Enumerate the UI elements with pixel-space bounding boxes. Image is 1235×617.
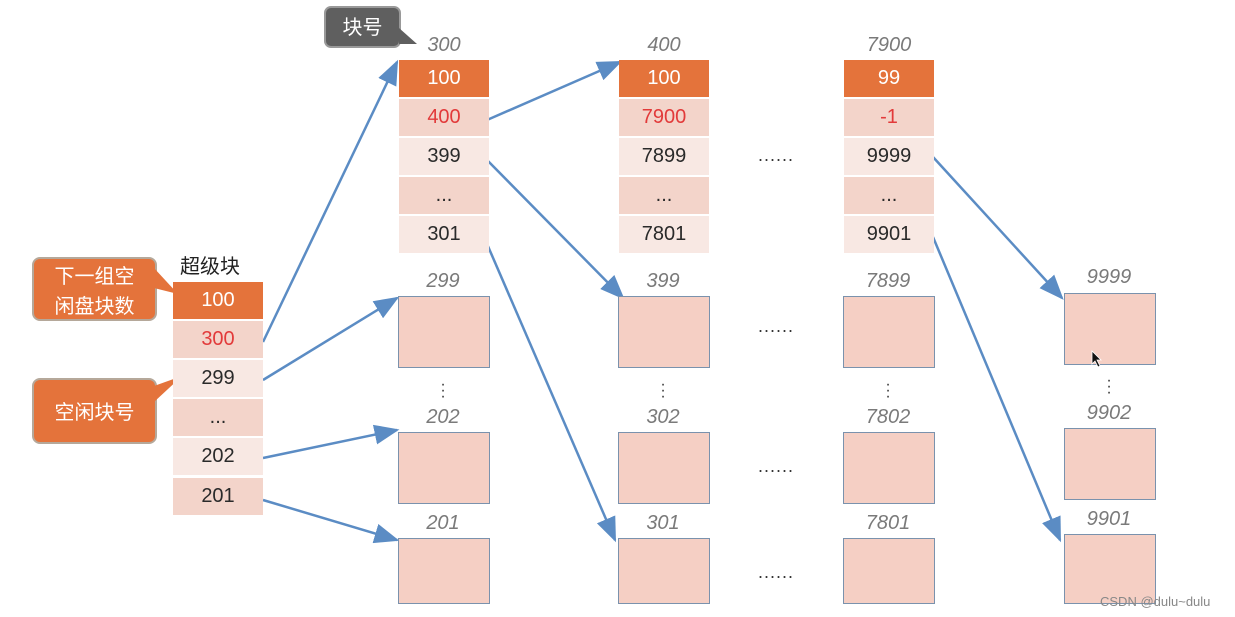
- disk-block: [618, 538, 710, 604]
- arrow-g300-301-to-block301: [482, 236, 617, 543]
- disk-block: [618, 296, 710, 368]
- disk-block: [398, 296, 490, 368]
- superblock-title: 超级块: [180, 254, 240, 278]
- disk-block: [1064, 293, 1156, 365]
- group-400-cell: 7899: [619, 138, 709, 175]
- group-7900-label: 7900: [866, 34, 912, 56]
- vertical-ellipsis: ···: [1106, 372, 1112, 401]
- block-label: 299: [426, 270, 460, 292]
- block-label: 9901: [1086, 508, 1132, 530]
- group-7900-cell: 99: [844, 60, 934, 97]
- ellipsis-row-2: ......: [758, 456, 795, 476]
- group-400-cell: 7900: [619, 99, 709, 136]
- group-400-cell: ...: [619, 177, 709, 214]
- superblock-cell: 300: [173, 321, 263, 358]
- disk-block: [1064, 428, 1156, 500]
- group-400-cell: 100: [619, 60, 709, 97]
- block-label: 7899: [865, 270, 911, 292]
- group-400-label: 400: [647, 34, 681, 56]
- vertical-ellipsis: ···: [440, 376, 446, 405]
- arrow-sb202-to-block202: [262, 424, 400, 460]
- block-label: 7801: [865, 512, 911, 534]
- disk-block: [398, 538, 490, 604]
- superblock-cell: 100: [173, 282, 263, 319]
- mouse-cursor-icon: [1091, 350, 1102, 368]
- tag-pointer: [399, 28, 417, 44]
- callout-free-block-numbers: 空闲块号: [32, 378, 157, 444]
- superblock-cell: ...: [173, 399, 263, 436]
- group-300-cell: ...: [399, 177, 489, 214]
- disk-block: [398, 432, 490, 504]
- callout-next-group-pointer: [154, 268, 178, 294]
- arrow-g7900-9999-to-block9999: [932, 156, 1064, 300]
- disk-block: [843, 432, 935, 504]
- arrow-sb201-to-block201: [262, 498, 400, 544]
- callout-free-block-numbers-text: 空闲块号: [54, 400, 135, 424]
- block-label: 301: [646, 512, 680, 534]
- vertical-ellipsis: ···: [885, 376, 891, 405]
- ellipsis-row-1: ......: [758, 316, 795, 336]
- vertical-ellipsis: ···: [660, 376, 666, 405]
- arrow-sb300-to-group300: [261, 59, 399, 343]
- group-300-label: 300: [427, 34, 461, 56]
- group-7900-cell: ...: [844, 177, 934, 214]
- group-300-cell: 301: [399, 216, 489, 253]
- block-label: 202: [426, 406, 460, 428]
- ellipsis-top-row: ......: [758, 145, 795, 165]
- arrow-g300-400-to-group400: [486, 60, 623, 122]
- arrow-g7900-9901-to-block9901: [931, 236, 1062, 543]
- superblock-cell: 299: [173, 360, 263, 397]
- group-7900-cell: 9999: [844, 138, 934, 175]
- callout-next-group-count-text: 下一组空闲盘块数: [54, 264, 135, 318]
- block-label: 7802: [865, 406, 911, 428]
- arrow-sb299-to-block299: [262, 296, 400, 382]
- callout-next-group-count: 下一组空闲盘块数: [32, 257, 157, 321]
- superblock-cell: 202: [173, 438, 263, 475]
- disk-block: [843, 538, 935, 604]
- group-300-cell: 100: [399, 60, 489, 97]
- group-300-cell: 400: [399, 99, 489, 136]
- ellipsis-row-3: ......: [758, 562, 795, 582]
- disk-block: [1064, 534, 1156, 604]
- superblock-cell: 201: [173, 478, 263, 515]
- group-400-cell: 7801: [619, 216, 709, 253]
- block-label: 9999: [1086, 266, 1132, 288]
- block-label: 9902: [1086, 402, 1132, 424]
- block-number-tag-text: 块号: [342, 15, 383, 39]
- group-300-cell: 399: [399, 138, 489, 175]
- block-label: 399: [646, 270, 680, 292]
- watermark: CSDN @dulu~dulu: [1100, 594, 1211, 609]
- block-label: 201: [426, 512, 460, 534]
- block-number-tag: 块号: [324, 6, 401, 48]
- disk-block: [843, 296, 935, 368]
- disk-block: [618, 432, 710, 504]
- block-label: 302: [646, 406, 680, 428]
- arrow-g300-399-to-block399: [486, 159, 625, 300]
- group-7900-cell: -1: [844, 99, 934, 136]
- group-7900-cell: 9901: [844, 216, 934, 253]
